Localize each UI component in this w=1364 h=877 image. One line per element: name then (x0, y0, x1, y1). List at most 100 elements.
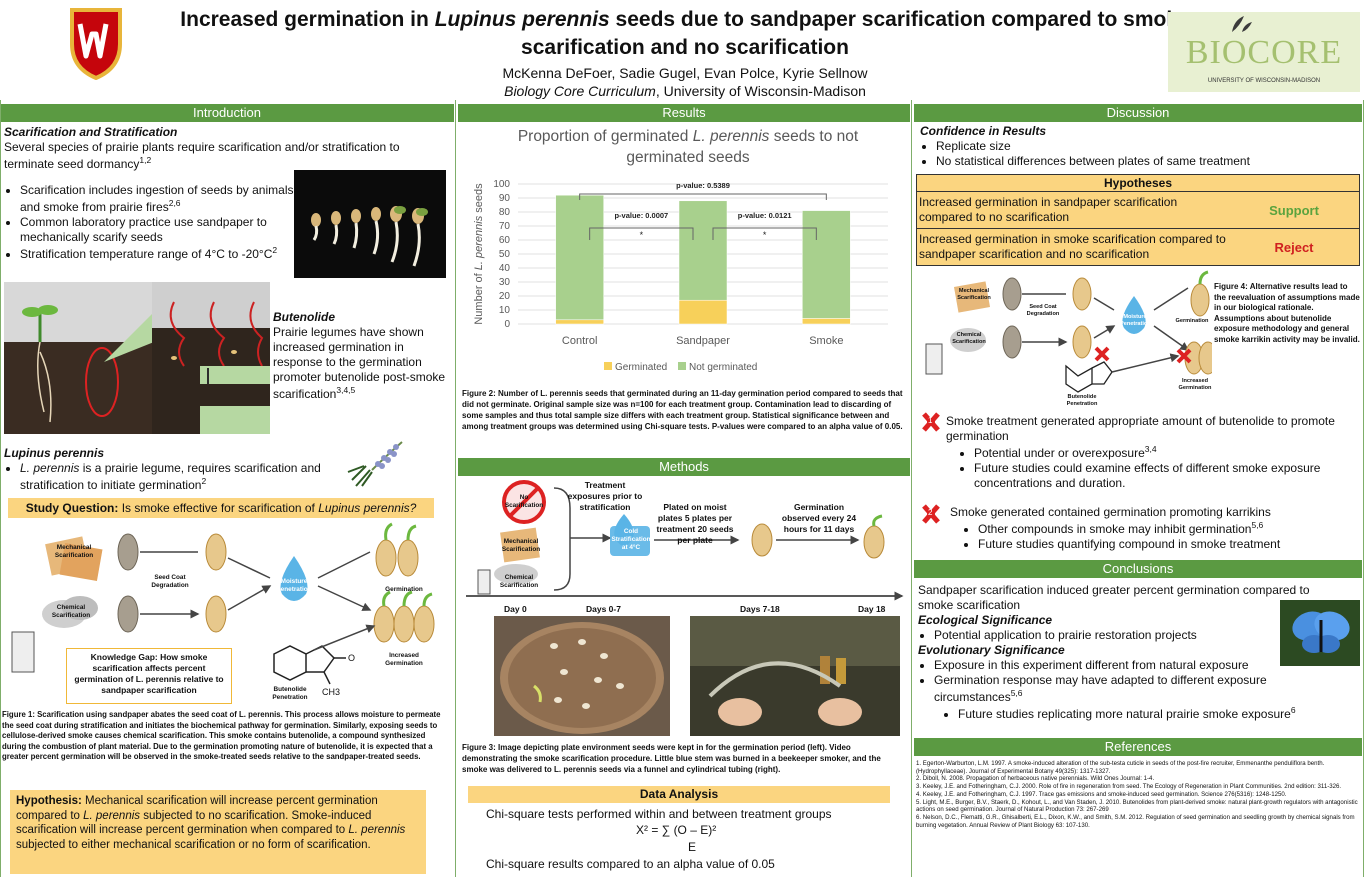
leaf-icon (1232, 16, 1252, 32)
blue-butterfly-photo (1280, 600, 1360, 666)
confidence-title: Confidence in Results (920, 124, 1047, 138)
x-mark-number: 2 (928, 508, 933, 517)
y-tick-label: 80 (499, 207, 511, 218)
column-border-left (0, 100, 1, 877)
smoker-video-photo (690, 616, 900, 736)
p-value-label: p-value: 0.0007 (614, 211, 668, 220)
column-border-mid2 (911, 100, 912, 877)
lupinus-subheading: Lupinus perennis (4, 446, 105, 460)
methods-heading: Methods (458, 458, 910, 476)
fig4-label-germ: Germination (1175, 318, 1209, 324)
methods-treatment: Treatment exposures prior to stratificat… (567, 480, 643, 512)
fig1-label-inc: Increased Germination (385, 652, 423, 668)
butenolide-text: Prairie legumes have shown increased ger… (273, 325, 446, 401)
discussion-heading: Discussion (914, 104, 1362, 122)
methods-germ-obs: Germination observed every 24 hours for … (781, 502, 857, 534)
soil-butenolide-diagram (4, 282, 270, 434)
data-analysis-line1: Chi-square tests performed within and be… (486, 807, 832, 821)
poster-header: Increased germination in Lupinus perenni… (0, 0, 1364, 100)
day0-label: Day 0 (504, 604, 527, 614)
x-mark-icon: 2 (922, 504, 940, 524)
confidence-block: Confidence in Results Replicate size No … (920, 124, 1358, 169)
reference-item: 5. Light, M.E., Burger, B.V., Staerk, D.… (916, 798, 1358, 814)
hypothesis-row: Increased germination in smoke scarifica… (917, 229, 1359, 265)
discussion-point-2-text: Smoke generated contained germination pr… (950, 505, 1271, 519)
significance-asterisk: * (763, 230, 767, 240)
y-tick-label: 30 (499, 277, 511, 288)
reference-item: 1. Egerton-Warburton, L.M. 1997. A smoke… (916, 760, 1325, 775)
authors: McKenna DeFoer, Sadie Gugel, Evan Polce,… (502, 65, 868, 99)
conclusion-item: Potential application to prairie restora… (934, 628, 1358, 643)
bar-segment-not-germinated (555, 194, 604, 321)
figure1-caption: Figure 1: Scarification using sandpaper … (2, 710, 441, 761)
y-tick-label: 40 (499, 263, 511, 274)
discussion-point-2: Smoke generated contained germination pr… (950, 505, 1358, 552)
y-tick-label: 90 (499, 193, 511, 204)
biocore-logo: BIOCORE UNIVERSITY OF WISCONSIN-MADISON (1168, 12, 1360, 92)
discussion-sub-item: Future studies could examine effects of … (974, 461, 1358, 491)
x-mark-icon: 1 (922, 412, 940, 432)
references-list: 1. Egerton-Warburton, L.M. 1997. A smoke… (916, 760, 1360, 829)
significance-bracket (579, 193, 827, 200)
intro-paragraph: Several species of prairie plants requir… (4, 140, 400, 171)
reference-item: 4. Keeley, J.E. and Fotheringham, C.J. 1… (916, 790, 1287, 798)
data-analysis-line2: Chi-square results compared to an alpha … (486, 857, 775, 871)
reference-item: 3. Keeley, J.E. and Fotheringham, C.J. 2… (916, 783, 1342, 791)
reference-item: 6. Nelson, D.C., Flematti, G.R., Ghisalb… (916, 813, 1355, 829)
fig1-label-coat: Seed Coat Degradation (151, 574, 189, 590)
significance-asterisk: * (640, 230, 644, 240)
intro-bullet: Common laboratory practice use sandpaper… (20, 215, 300, 245)
fig1-label-ch3: CH3 (322, 687, 341, 697)
reference-item: 2. Diboll, N. 2008. Propagation of herba… (916, 775, 1155, 783)
significance-bracket (589, 227, 694, 240)
hypotheses-table: Hypotheses Increased germination in sand… (916, 174, 1360, 266)
figure1-diagram: Mechanical Scarification Chemical Scarif… (4, 522, 448, 704)
poster-title: Increased germination in Lupinus perenni… (180, 8, 1190, 59)
legend-label: Not germinated (689, 362, 757, 373)
hypothesis-row-text: Increased germination in smoke scarifica… (919, 232, 1226, 261)
y-tick-label: 10 (499, 305, 511, 316)
study-question-box: Study Question: Is smoke effective for s… (8, 498, 434, 518)
hypothesis-row: Increased germination in sandpaper scari… (917, 192, 1359, 229)
ecological-significance-title: Ecological Significance (918, 613, 1053, 627)
legend-swatch (678, 362, 686, 370)
hypotheses-table-heading: Hypotheses (917, 175, 1359, 192)
discussion-sub-item: Other compounds in smoke may inhibit ger… (978, 520, 1358, 537)
uw-crest-logo (66, 4, 126, 81)
hypothesis-verdict-reject: Reject (1274, 239, 1314, 255)
biocore-subtitle: UNIVERSITY OF WISCONSIN-MADISON (1207, 78, 1321, 84)
data-analysis-heading: Data Analysis (468, 786, 890, 803)
y-axis-label: Number of L. perennis seeds (473, 183, 485, 325)
confidence-item: Replicate size (936, 139, 1358, 154)
evolutionary-significance-title: Evolutionary Significance (918, 643, 1065, 657)
methods-no-scar: No Scarification (504, 494, 544, 510)
chart-title: Proportion of germinated L. perennis see… (517, 128, 859, 166)
bar-segment-not-germinated (678, 200, 728, 301)
conclusion-item: Germination response may have adapted to… (934, 673, 1304, 705)
germination-plate-photo (494, 616, 670, 736)
confidence-item: No statistical differences between plate… (936, 154, 1358, 169)
y-tick-label: 70 (499, 221, 511, 232)
knowledge-gap-text: Knowledge Gap: How smoke scarification a… (74, 652, 224, 695)
methods-plated: Plated on moist plates 5 plates per trea… (656, 502, 734, 545)
intro-bullet: Stratification temperature range of 4°C … (20, 245, 300, 262)
day718-label: Days 7-18 (740, 604, 780, 614)
day07-label: Days 0-7 (586, 604, 621, 614)
figure3-caption: Figure 3: Image depicting plate environm… (462, 743, 881, 774)
column-border-mid1 (455, 100, 456, 877)
y-tick-label: 20 (499, 291, 511, 302)
fig1-label-o: O (348, 653, 356, 663)
legend-label: Germinated (615, 362, 667, 373)
y-tick-label: 60 (499, 235, 511, 246)
intro-bullets: Scarification includes ingestion of seed… (4, 183, 300, 262)
y-tick-label: 100 (493, 179, 510, 190)
x-category-label: Smoke (809, 335, 843, 347)
x-category-label: Sandpaper (676, 335, 730, 347)
figure4-caption: Figure 4: Alternative results lead to th… (1214, 282, 1360, 344)
p-value-label: p-value: 0.0121 (738, 211, 792, 220)
bar-segment-germinated (802, 318, 851, 325)
methods-cold: Cold Stratification at 4°C (611, 528, 651, 552)
introduction-heading: Introduction (0, 104, 454, 122)
